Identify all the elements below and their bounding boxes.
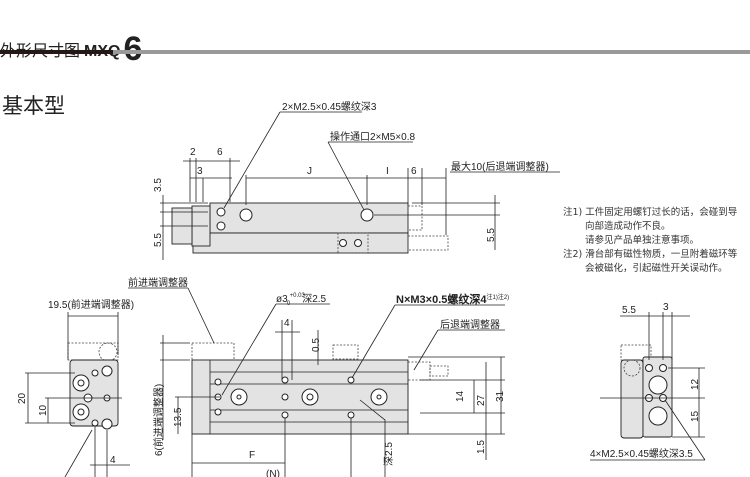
model-size: 6 bbox=[123, 30, 143, 68]
top-view-table bbox=[209, 202, 409, 234]
note-2: 注2) 滑台部有磁性物质，一旦附着磁环等 bbox=[563, 248, 737, 262]
pin-depth: 深2.5 bbox=[302, 293, 326, 305]
tol-upper: +0.03 bbox=[290, 293, 306, 299]
dim-6: 6 bbox=[411, 166, 417, 177]
right-end-view: 5.5 3 12 15 4×M2.5×0.45螺纹深3.5 bbox=[590, 302, 706, 461]
dim-10: 10 bbox=[38, 404, 49, 416]
dim-0-5: 0.5 bbox=[311, 338, 322, 352]
dim-5-5: 5.5 bbox=[486, 228, 497, 242]
notes: 注1) 工件固定用螺钉过长的话，会碰到导 向部造成动作不良。 请参见产品单独注意… bbox=[563, 206, 737, 276]
dim-width: 19.5(前进端调整器) bbox=[48, 298, 134, 311]
dim-13-5: 13.5 bbox=[173, 407, 184, 427]
note-label: 注1) bbox=[563, 207, 583, 218]
thread-note-ref: 注1)注2) bbox=[486, 293, 509, 301]
callout-port: 操作通口2×M5×0.8 bbox=[330, 130, 415, 143]
note-1: 注1) 工件固定用螺钉过长的话，会碰到导 bbox=[563, 206, 737, 220]
section-title: 基本型 bbox=[2, 94, 65, 118]
dim-20: 20 bbox=[17, 392, 28, 404]
dim-depth-2-5: 深2.5 bbox=[383, 442, 395, 466]
dim-F: F bbox=[249, 450, 255, 461]
dim-6: 6 bbox=[217, 147, 223, 158]
note-line: 工件固定用螺钉过长的话，会碰到导 bbox=[585, 207, 738, 218]
dim-1-5: 1.5 bbox=[476, 440, 487, 454]
dim-4: 4 bbox=[284, 318, 290, 329]
dim-15: 15 bbox=[690, 410, 701, 422]
thread-spec: N×M3×0.5螺纹深4 bbox=[396, 292, 487, 306]
note-line: 请参见产品单独注意事项。 bbox=[585, 235, 700, 246]
port-circle bbox=[360, 208, 374, 222]
dim-N-value: N bbox=[269, 469, 276, 477]
dim-N: (N) bbox=[266, 469, 280, 477]
port-circle bbox=[239, 208, 253, 222]
front-view: 前进端调整器 ø3+0.03 0 深2.5 N×M3×0.5螺纹深4注1)注2) 后… bbox=[128, 276, 509, 477]
dim-J: J bbox=[307, 166, 312, 177]
top-view-rail bbox=[192, 232, 409, 254]
pin-size: ø3 bbox=[276, 294, 288, 305]
tol-lower: 0 bbox=[287, 301, 291, 307]
note-line: 向部造成动作不良。 bbox=[585, 221, 671, 232]
title-rule-gray bbox=[113, 50, 750, 54]
dim-27: 27 bbox=[476, 394, 487, 406]
dim-12: 12 bbox=[690, 378, 701, 390]
note-label: 注2) bbox=[563, 249, 583, 260]
callout-pin-hole: ø3+0.03 0 深2.5 bbox=[276, 293, 327, 307]
dim-5-5: 5.5 bbox=[153, 233, 164, 247]
dim-6-front-adjuster: 6(前进端调整器) bbox=[152, 384, 165, 456]
dim-5-5: 5.5 bbox=[622, 305, 636, 316]
dim-3: 3 bbox=[663, 302, 669, 313]
title-rule-dark bbox=[0, 50, 113, 54]
note-line: 会被磁化，引起磁性开关误动作。 bbox=[585, 263, 728, 274]
left-end-view: 19.5(前进端调整器) 20 10 4 bbox=[17, 298, 134, 477]
callout-front-adjuster: 前进端调整器 bbox=[128, 276, 188, 289]
callout-rear-adjuster: 后退端调整器 bbox=[440, 318, 500, 331]
callout-thread: 2×M2.5×0.45螺纹深3 bbox=[282, 100, 377, 113]
note-line: 滑台部有磁性物质，一旦附着磁环等 bbox=[585, 249, 738, 260]
dim-14: 14 bbox=[455, 390, 466, 402]
dim-3: 3 bbox=[197, 166, 203, 177]
dim-2: 2 bbox=[190, 147, 196, 158]
dim-4: 4 bbox=[110, 455, 116, 466]
dim-I: I bbox=[386, 166, 389, 177]
callout-thread: 4×M2.5×0.45螺纹深3.5 bbox=[590, 447, 693, 460]
top-view: 2 6 3 J I 6 最大10(后退端调整器) 2×M2.5×0.45螺纹深3… bbox=[153, 100, 560, 260]
dim-31: 31 bbox=[495, 390, 506, 402]
dim-max-stroke: 最大10(后退端调整器) bbox=[451, 160, 549, 173]
dim-3-5: 3.5 bbox=[153, 178, 164, 192]
callout-thread: N×M3×0.5螺纹深4注1)注2) bbox=[396, 292, 509, 306]
